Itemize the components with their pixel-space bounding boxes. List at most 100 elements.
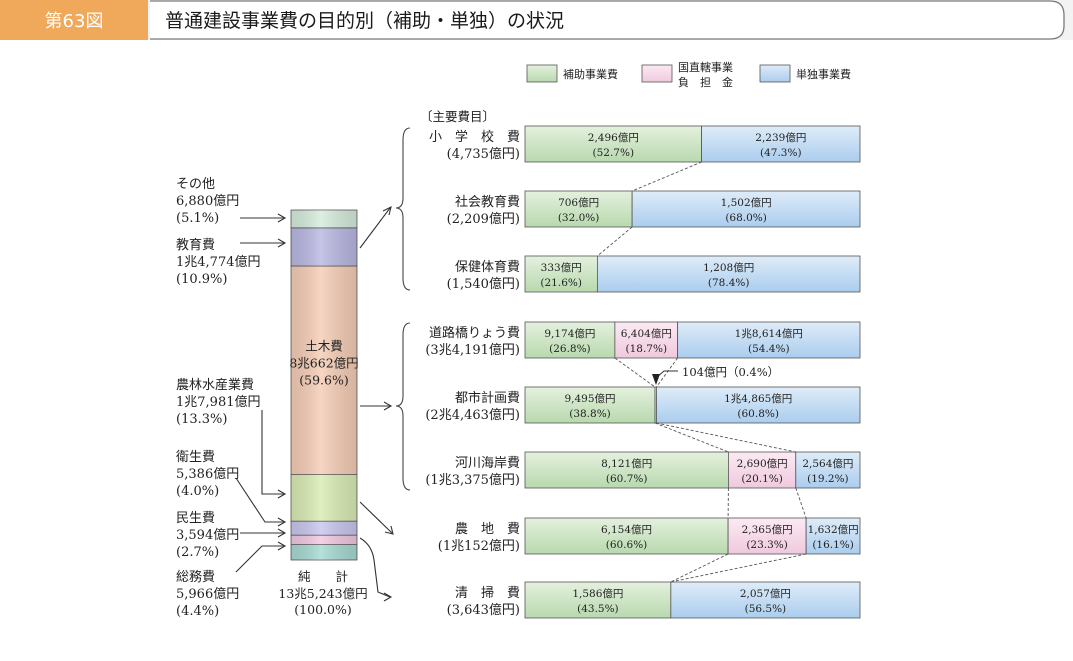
guide-line-0-0	[631, 161, 702, 192]
arrowhead-somu	[277, 541, 287, 551]
bracket-doboku	[395, 322, 411, 491]
header-badge-box	[0, 0, 148, 40]
bar-pct-6-hojo: (60.6%)	[606, 539, 648, 551]
row-name-7: 清 掃 費	[455, 585, 520, 601]
bar-label-2-tandoku: 1,208億円	[703, 261, 754, 274]
legend-label-tandoku: 単独事業費	[796, 67, 851, 81]
bar-label-5-tandoku: 2,564億円	[802, 457, 853, 470]
bar-label-7-tandoku: 2,057億円	[740, 587, 791, 600]
bar-label-5-kokuchoku: 2,690億円	[737, 457, 788, 470]
guide-line-6-1	[670, 553, 729, 583]
title-frame	[150, 0, 1065, 40]
column-label-doboku-pct: (59.6%)	[299, 372, 348, 387]
bar-label-0-tandoku: 2,239億円	[755, 131, 806, 144]
bar-3-tandoku	[677, 321, 861, 359]
cat-norin-name: 農林水産業費	[176, 377, 254, 393]
bar-6-tandoku	[805, 517, 861, 555]
cat-sonota-name: その他	[176, 177, 215, 192]
column-segment-shade-minsei	[291, 535, 357, 545]
cat-minsei-value: 3,594億円	[176, 527, 239, 543]
bar-0-hojo	[524, 125, 702, 163]
left-callouts: その他 6,880億円 (5.1%) 教育費 1兆4,774億円 (10.9%)…	[176, 177, 287, 619]
row-total-1: (2,209億円)	[447, 211, 520, 227]
arrowhead-nochi	[384, 525, 394, 535]
main-items-heading: 〔主要費目〕	[420, 109, 495, 124]
bar-pct-1-tandoku: (68.0%)	[725, 212, 767, 224]
bar-pct-4-hojo: (38.8%)	[569, 408, 611, 420]
column-segment-shade-norin	[291, 474, 357, 522]
bar-3-hojo	[524, 321, 616, 359]
bar-7-tandoku	[670, 581, 861, 619]
bar-6-hojo	[524, 517, 729, 555]
cat-eisei-name: 衛生費	[176, 450, 215, 465]
header-badge: 第63図	[45, 11, 104, 32]
guide-line-3-0	[614, 357, 656, 388]
bar-label-3-tandoku: 1兆8,614億円	[735, 327, 803, 340]
guide-line-1-0	[597, 226, 633, 257]
row-name-1: 社会教育費	[455, 194, 520, 210]
bar-label-0-hojo: 2,496億円	[588, 131, 639, 144]
total-pct: (100.0%)	[294, 602, 351, 617]
bar-pct-1-hojo: (32.0%)	[558, 212, 600, 224]
bar-pct-0-tandoku: (47.3%)	[760, 147, 802, 159]
column-segment-shade-sonota	[291, 210, 357, 228]
bar-pct-7-hojo: (43.5%)	[577, 603, 619, 615]
bar-label-6-hojo: 6,154億円	[601, 523, 652, 536]
bar-pct-2-hojo: (21.6%)	[540, 277, 582, 289]
row-total-4: (2兆4,463億円)	[425, 407, 520, 423]
cat-somu-name: 総務費	[176, 570, 215, 585]
bar-pct-5-tandoku: (19.2%)	[807, 473, 849, 485]
bracket-kyoiku	[395, 127, 411, 291]
cat-eisei-pct: (4.0%)	[176, 484, 219, 499]
column-segment-shade-kyoiku	[291, 227, 357, 266]
cat-kyoiku-pct: (10.9%)	[176, 272, 227, 287]
cat-norin-pct: (13.3%)	[176, 412, 227, 427]
bar-1-tandoku	[631, 190, 861, 228]
legend-swatch-hojo	[526, 64, 558, 83]
bar-label-3-hojo: 9,174億円	[544, 327, 595, 340]
cat-sonota-value: 6,880億円	[176, 193, 239, 209]
column-segment-shade-doboku	[291, 266, 357, 475]
column-label-doboku-value: 8兆662億円	[289, 355, 358, 370]
cat-sonota-pct: (5.1%)	[176, 211, 219, 226]
legend-swatch-tandoku	[759, 64, 791, 83]
main-items-bars: 小 学 校 費(4,735億円)2,496億円(52.7%)2,239億円(47…	[425, 125, 861, 619]
bar-label-6-tandoku: 1,632億円	[808, 523, 859, 536]
bar-label-7-hojo: 1,586億円	[572, 587, 623, 600]
bar-label-1-hojo: 706億円	[558, 196, 599, 209]
row-total-5: (1兆3,375億円)	[425, 472, 520, 488]
row-total-6: (1兆152億円)	[438, 538, 520, 554]
guide-line-4-1	[656, 422, 796, 453]
legend-label-hojo: 補助事業費	[563, 67, 618, 81]
connector-kyoiku	[359, 207, 391, 249]
bar-label-3-kokuchoku: 6,404億円	[621, 327, 672, 340]
bar-2-tandoku	[596, 255, 861, 293]
cat-kyoiku-name: 教育費	[176, 237, 215, 253]
bar-5-tandoku	[795, 451, 861, 489]
arrow-somu	[235, 545, 284, 573]
cat-eisei-value: 5,386億円	[176, 466, 239, 482]
connectors	[359, 205, 394, 602]
bar-pct-3-hojo: (26.8%)	[549, 343, 591, 355]
cat-kyoiku-value: 1兆4,774億円	[176, 254, 261, 270]
arrowhead-norin	[277, 489, 287, 499]
bar-5-kokuchoku	[728, 451, 797, 489]
callout-arrowhead	[652, 374, 660, 385]
arrowhead-kyoiku-left	[277, 238, 287, 248]
row-name-3: 道路橋りょう費	[429, 325, 520, 341]
arrowhead-doboku	[383, 401, 393, 411]
cat-norin-value: 1兆7,981億円	[176, 394, 261, 410]
bar-pct-2-tandoku: (78.4%)	[708, 277, 750, 289]
bar-pct-0-hojo: (52.7%)	[593, 147, 635, 159]
row-name-4: 都市計画費	[455, 390, 520, 406]
brackets	[395, 127, 411, 491]
row-total-7: (3,643億円)	[447, 602, 520, 618]
bar-pct-3-kokuchoku: (18.7%)	[626, 343, 668, 355]
bar-4-tandoku	[656, 386, 861, 424]
row-name-2: 保健体育費	[455, 259, 520, 275]
bar-pct-5-kokuchoku: (20.1%)	[741, 473, 783, 485]
column-segment-shade-somu	[291, 544, 357, 560]
